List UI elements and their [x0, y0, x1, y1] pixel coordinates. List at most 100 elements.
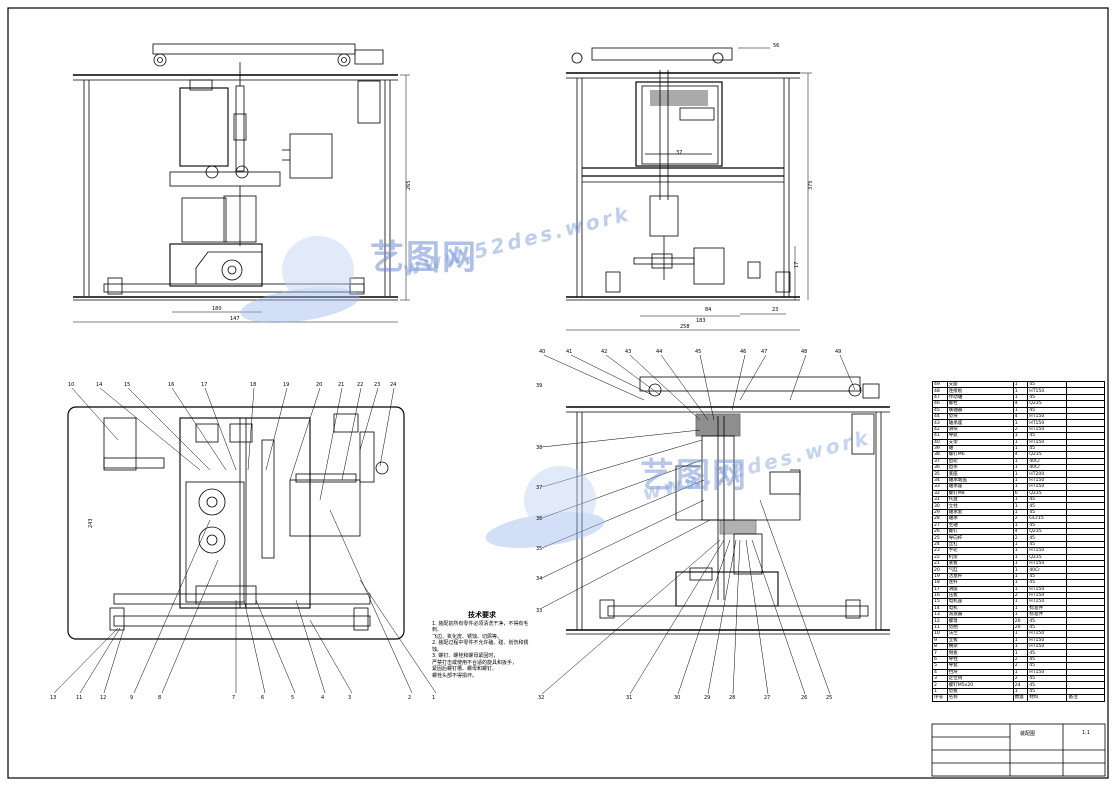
bom-cell: 底座	[946, 470, 1014, 478]
bom-cell: 连接板	[946, 387, 1014, 395]
dim-d1: 37	[676, 150, 682, 156]
part-label: 49	[835, 349, 841, 355]
bom-header-cell: 数量	[1012, 694, 1029, 702]
bom-cell	[1066, 406, 1105, 414]
bom-cell: 传动轴	[946, 393, 1014, 402]
part-label: 22	[357, 382, 363, 388]
part-label: 36	[536, 516, 542, 522]
part-label: 14	[96, 382, 102, 388]
bom-cell: 轴承座	[946, 483, 1014, 491]
bom-cell	[1066, 412, 1105, 421]
part-label: 18	[250, 382, 256, 388]
notes-line: 螺栓头部不得损坏。	[432, 672, 478, 679]
bom-cell: 45	[1027, 432, 1068, 440]
part-label: 24	[390, 382, 396, 388]
part-label: 44	[656, 349, 662, 355]
part-label: 39	[536, 383, 542, 389]
dim-w1: 180	[212, 306, 222, 312]
bom-header-cell: 备注	[1066, 694, 1105, 702]
notes-line: 严禁打击或使用不合适的旋具和扳手，	[432, 659, 518, 666]
plan-leaders	[53, 387, 437, 694]
dim-h2: 17	[794, 262, 800, 268]
part-label: 6	[261, 695, 264, 701]
notes-line: 飞边、氧化皮、锈蚀、切屑等。	[432, 633, 503, 640]
part-label: 25	[826, 695, 832, 701]
part-label: 2	[408, 695, 411, 701]
part-label: 40	[539, 349, 545, 355]
bom-cell: 螺栓	[946, 400, 1014, 408]
part-label: 26	[801, 695, 807, 701]
bom-cell	[1066, 432, 1105, 440]
part-label: 8	[158, 695, 161, 701]
part-label: 32	[538, 695, 544, 701]
bom-cell: 45	[1027, 406, 1068, 414]
part-label: 38	[536, 445, 542, 451]
part-label: 48	[801, 349, 807, 355]
part-label: 42	[601, 349, 607, 355]
part-label: 23	[374, 382, 380, 388]
part-label: 12	[100, 695, 106, 701]
bom-cell	[1066, 502, 1105, 510]
bom-cell: 40Cr	[1027, 457, 1068, 466]
dim-w-258: 258	[680, 324, 690, 330]
side-view	[566, 47, 812, 331]
bom-cell	[1066, 495, 1105, 504]
bom-cell	[1066, 489, 1105, 498]
bom-cell: 轴承端盖	[946, 476, 1014, 485]
bom-cell	[1066, 470, 1105, 478]
part-label: 9	[130, 695, 133, 701]
notes-line: 紧固后螺钉槽、螺母和螺钉、	[432, 666, 498, 672]
title-block-scale: 1:1	[1082, 730, 1091, 736]
section-leaders	[541, 354, 856, 695]
bom-cell	[1066, 393, 1105, 402]
notes-title: 技术要求	[468, 611, 496, 619]
part-label: 13	[50, 695, 56, 701]
bom-cell: 轴承座	[946, 419, 1014, 427]
bom-cell: 45	[1027, 502, 1068, 510]
bom-cell	[1066, 444, 1105, 453]
part-label: 11	[76, 695, 82, 701]
part-label: 33	[536, 608, 542, 614]
part-label: 15	[124, 382, 130, 388]
bom-cell: 轴	[946, 444, 1014, 453]
bom-cell: 导轨	[946, 432, 1014, 440]
bom-header: 序号名称数量材料备注	[932, 694, 1105, 702]
dim-w-84: 84	[705, 307, 711, 313]
part-label: 31	[626, 695, 632, 701]
bom-cell: HT150	[1027, 412, 1068, 421]
bom-cell	[1066, 476, 1105, 485]
part-label: 41	[566, 349, 572, 355]
bom-cell: HT150	[1027, 483, 1068, 491]
title-block-frame	[931, 723, 1106, 777]
bom-cell: Q235	[1027, 400, 1068, 408]
watermark-brand: 艺图网	[370, 238, 478, 278]
watermark-brand-2: 艺图网	[640, 456, 748, 496]
bom-cell	[1066, 483, 1105, 491]
bom-cell	[1066, 380, 1105, 389]
bom-cell	[1066, 457, 1105, 466]
part-label: 7	[232, 695, 235, 701]
bom-header-cell: 名称	[946, 694, 1014, 702]
bom-cell	[1066, 464, 1105, 472]
bom-header-cell: 序号	[932, 694, 948, 702]
part-label: 34	[536, 576, 542, 582]
bom-cell: 垫块	[946, 412, 1014, 421]
part-label: 29	[704, 695, 710, 701]
bom-cell: Q235	[1027, 489, 1068, 498]
